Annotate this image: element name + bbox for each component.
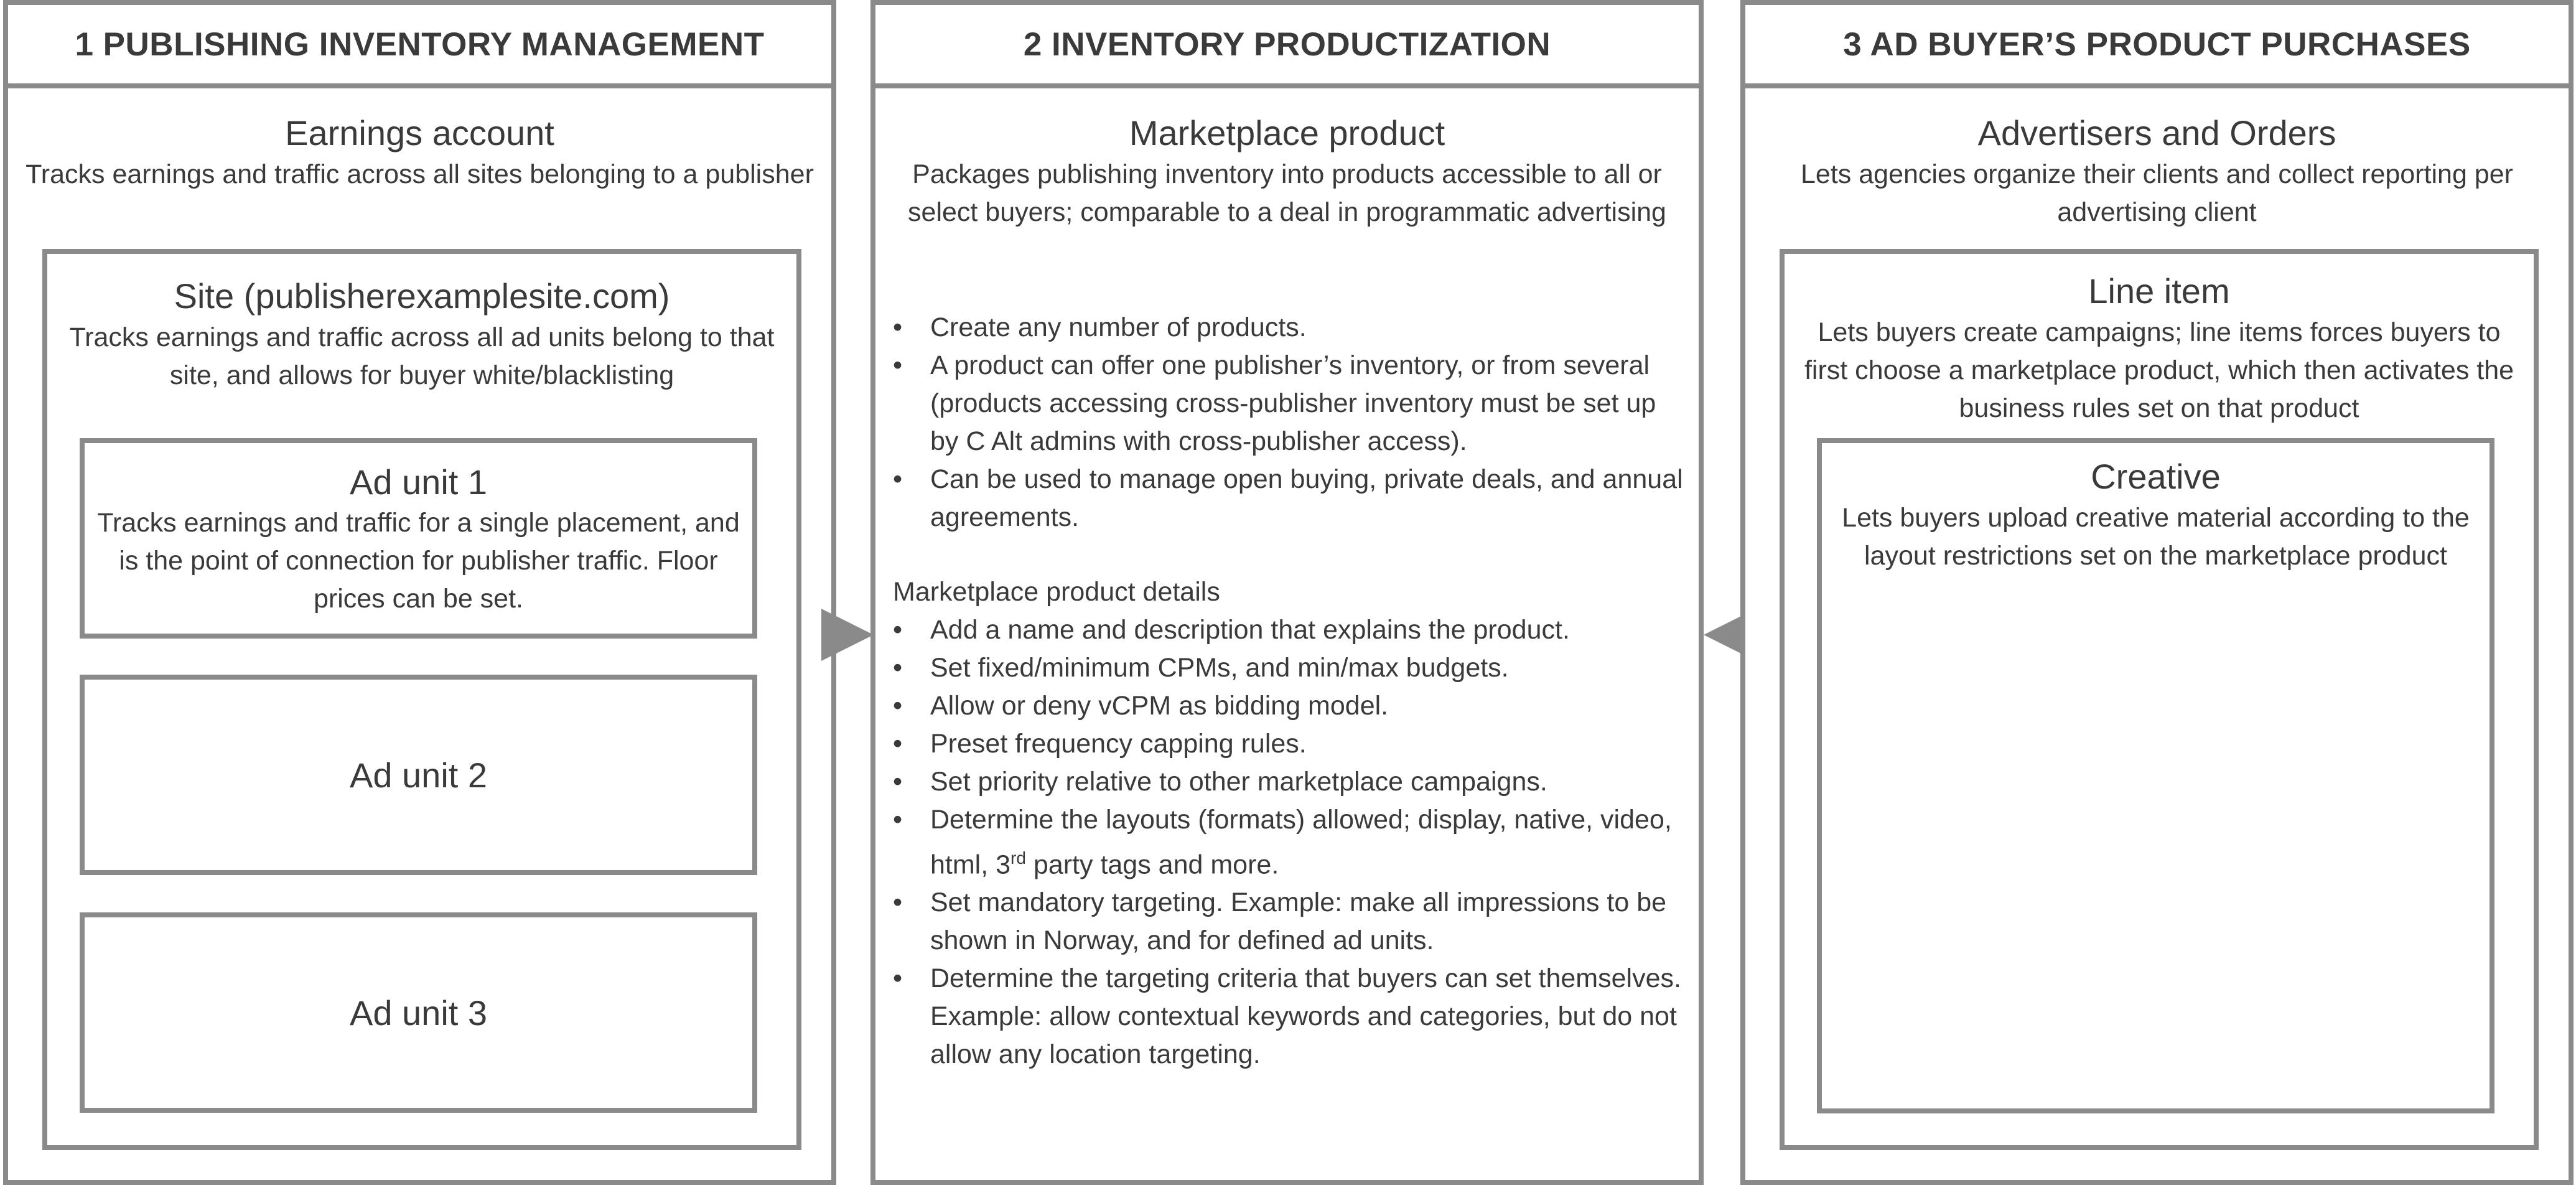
ad-unit-1-box: Ad unit 1 Tracks earnings and traffic fo… [80,438,757,639]
ad-unit-2-title: Ad unit 2 [349,755,488,795]
ad-unit-1-title: Ad unit 1 [349,462,488,502]
earnings-account-description: Tracks earnings and traffic across all s… [26,159,814,189]
site-description: Tracks earnings and traffic across all a… [69,322,775,390]
column-publishing-inventory: 1 PUBLISHING INVENTORY MANAGEMENT Earnin… [3,0,836,1185]
earnings-account-title: Earnings account [285,113,554,152]
ad-unit-2-box: Ad unit 2 [80,675,757,875]
creative-box: Creative Lets buyers upload creative mat… [1817,438,2494,1113]
line-item-title: Line item [2088,271,2230,311]
line-item-description: Lets buyers create campaigns; line items… [1804,317,2514,423]
ad-unit-3-title: Ad unit 3 [349,993,488,1033]
details-label: Marketplace product details [893,577,1220,607]
column-header: 1 PUBLISHING INVENTORY MANAGEMENT [8,5,831,88]
list-item: Set mandatory targeting. Example: make a… [893,884,1686,960]
marketplace-product-description: Packages publishing inventory into produ… [908,159,1666,227]
earnings-account-block: Earnings account Tracks earnings and tra… [21,111,819,194]
layouts-text-before: Determine the layouts (formats) allowed;… [930,805,1672,880]
column-inventory-productization: 2 INVENTORY PRODUCTIZATION Marketplace p… [870,0,1704,1185]
site-title: Site (publisherexamplesite.com) [174,276,670,316]
list-item: Determine the targeting criteria that bu… [893,960,1686,1074]
creative-description: Lets buyers upload creative material acc… [1842,503,2470,571]
list-item: Add a name and description that explains… [893,611,1686,649]
marketplace-product-title: Marketplace product [1129,113,1445,152]
ad-unit-3-box: Ad unit 3 [80,912,757,1113]
list-item-layouts: Determine the layouts (formats) allowed;… [893,801,1686,884]
creative-title: Creative [2091,457,2221,496]
list-item: Allow or deny vCPM as bidding model. [893,687,1686,725]
layouts-text-sup: rd [1010,848,1026,868]
column-header: 2 INVENTORY PRODUCTIZATION [875,5,1699,88]
marketplace-product-bullets: Create any number of products. A product… [893,309,1686,536]
marketplace-product-block: Marketplace product Packages publishing … [888,111,1686,232]
advertisers-orders-title: Advertisers and Orders [1977,113,2336,152]
marketplace-product-details: Marketplace product details Add a name a… [893,573,1686,1074]
list-item: Set priority relative to other marketpla… [893,763,1686,801]
arrow-right-icon [821,609,874,661]
list-item: Preset frequency capping rules. [893,725,1686,763]
line-item-box: Line item Lets buyers create campaigns; … [1780,249,2539,1150]
list-item: Set fixed/minimum CPMs, and min/max budg… [893,649,1686,687]
ad-unit-1-description: Tracks earnings and traffic for a single… [97,508,740,614]
list-item: A product can offer one publisher’s inve… [893,347,1686,461]
site-box: Site (publisherexamplesite.com) Tracks e… [42,249,801,1150]
layouts-text-after: party tags and more. [1025,850,1279,880]
column-header: 3 AD BUYER’S PRODUCT PURCHASES [1745,5,2569,88]
list-item: Can be used to manage open buying, priva… [893,461,1686,536]
list-item: Create any number of products. [893,309,1686,347]
column-ad-buyer-purchases: 3 AD BUYER’S PRODUCT PURCHASES Advertise… [1740,0,2574,1185]
advertisers-orders-block: Advertisers and Orders Lets agencies org… [1758,111,2556,232]
advertisers-orders-description: Lets agencies organize their clients and… [1801,159,2513,227]
